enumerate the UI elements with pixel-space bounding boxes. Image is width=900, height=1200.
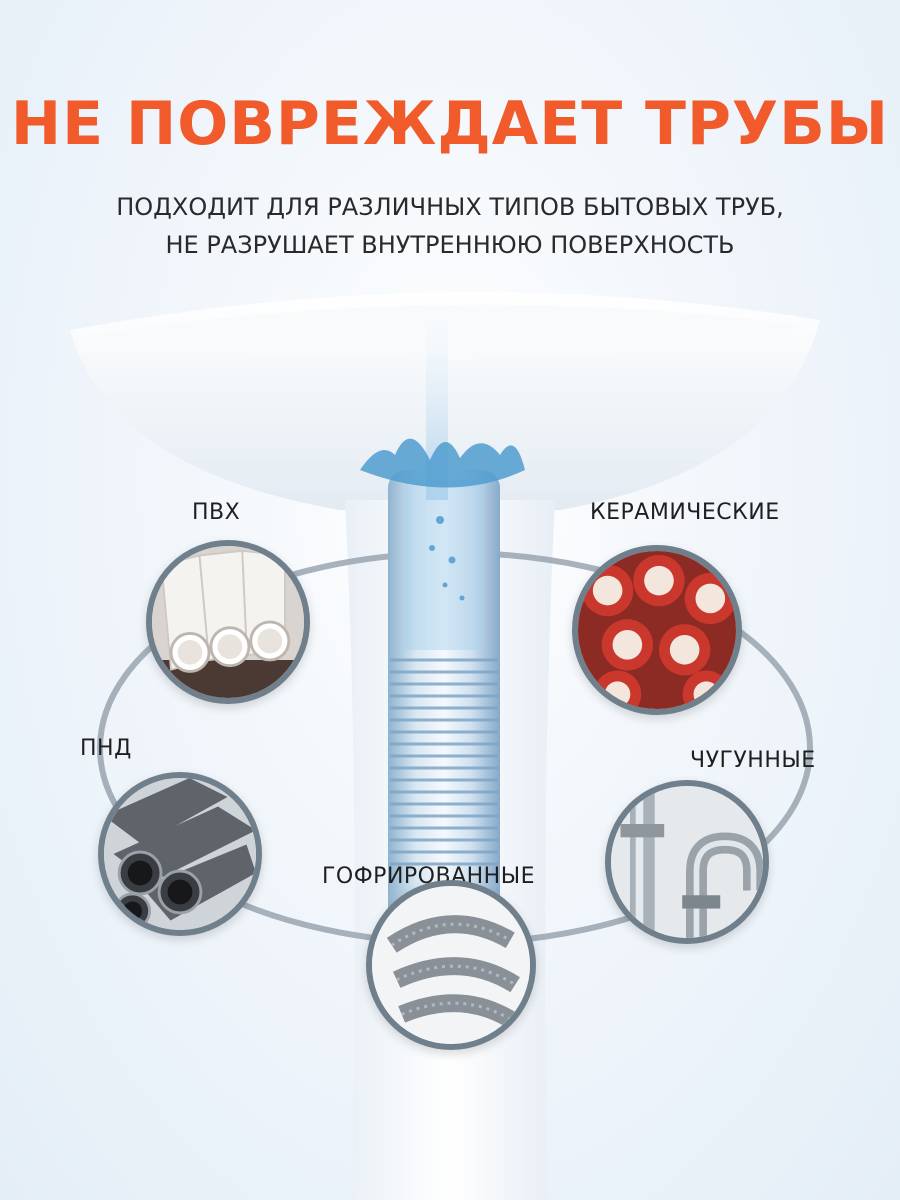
ceramic-pipes-image <box>572 545 742 715</box>
subtitle-line-2: НЕ РАЗРУШАЕТ ВНУТРЕННЮЮ ПОВЕРХНОСТЬ <box>165 231 735 259</box>
hdpe-pipes-image <box>98 772 262 936</box>
water-splash-icon <box>360 438 525 601</box>
label-ceramic: КЕРАМИЧЕСКИЕ <box>590 500 780 525</box>
drain-pipe <box>388 470 500 990</box>
cast-iron-pipes-image <box>605 780 769 944</box>
label-hdpe: ПНД <box>80 736 132 761</box>
pvc-pipes-image <box>146 540 310 704</box>
corrugated-drain-pipe <box>366 880 536 1050</box>
label-pvc: ПВХ <box>192 500 241 525</box>
subtitle: ПОДХОДИТ ДЛЯ РАЗЛИЧНЫХ ТИПОВ БЫТОВЫХ ТРУ… <box>0 188 900 264</box>
pipe-corrugation <box>390 658 498 866</box>
label-cast-iron: ЧУГУННЫЕ <box>690 748 816 773</box>
page-title: НЕ ПОВРЕЖДАЕТ ТРУБЫ <box>10 89 890 159</box>
subtitle-line-1: ПОДХОДИТ ДЛЯ РАЗЛИЧНЫХ ТИПОВ БЫТОВЫХ ТРУ… <box>116 193 784 221</box>
